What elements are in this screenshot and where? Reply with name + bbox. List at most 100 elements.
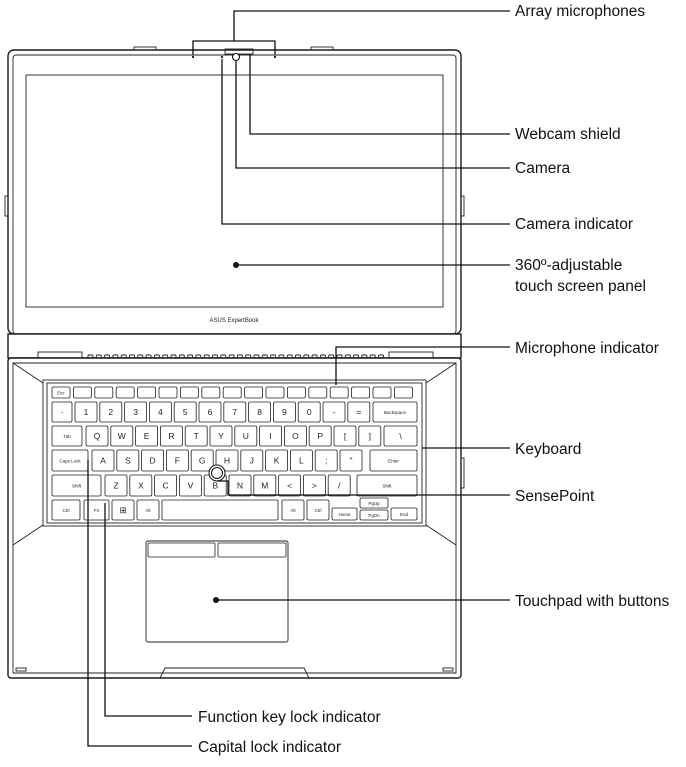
callout-lines: [87, 10, 510, 747]
key-label: Fn: [94, 508, 100, 513]
key-label: Y: [218, 431, 224, 441]
function-key: [393, 386, 413, 399]
key-backspace: [372, 401, 418, 423]
function-key: [201, 386, 221, 399]
label-function-lock: Function key lock indicator: [198, 709, 381, 726]
callout-labels: Array microphones Webcam shield Camera C…: [198, 3, 669, 756]
letter-key: [278, 474, 302, 497]
function-key: [265, 386, 285, 399]
function-key: [286, 386, 306, 399]
number-key: [223, 401, 247, 423]
letter-key: [184, 425, 208, 447]
screen-panel: [25, 74, 444, 308]
function-key: [244, 386, 264, 399]
touchpad-right-button: [217, 542, 287, 558]
key-label: Enter: [388, 459, 399, 464]
letter-key: [314, 449, 338, 472]
key-label: 5: [183, 407, 188, 417]
screen-center-dot: [233, 262, 239, 268]
key-alt-left: [136, 499, 160, 521]
function-key: [115, 386, 135, 399]
key-label: K: [274, 456, 280, 466]
key-label: O: [292, 431, 299, 441]
letter-key: [240, 449, 264, 472]
letter-key: [265, 449, 289, 472]
key-label: PgUp: [368, 501, 380, 506]
key-label: Backspace: [384, 410, 407, 415]
letter-key: [85, 425, 109, 447]
key-label: 7: [232, 407, 237, 417]
number-key: [248, 401, 272, 423]
key-label: N: [237, 481, 243, 491]
key-label: H: [224, 456, 230, 466]
key-space: [161, 499, 279, 521]
number-key: [124, 401, 147, 423]
number-key: [198, 401, 222, 423]
letter-key: [116, 449, 140, 472]
letter-key: [104, 474, 128, 497]
key-label: ]: [369, 431, 371, 441]
letter-key: [259, 425, 283, 447]
key-label: S: [125, 456, 131, 466]
letter-key: [283, 425, 307, 447]
key-enter: [369, 449, 418, 472]
key-label: 0: [307, 407, 312, 417]
camera-indicator-dot: [220, 55, 224, 59]
label-camera: Camera: [515, 160, 571, 177]
key-pgdn: [359, 509, 389, 521]
key-label: ~: [61, 410, 64, 415]
key-label: F: [175, 456, 180, 466]
letter-key: [333, 425, 357, 447]
key-ctrl-left: [51, 499, 81, 521]
key-label: C: [163, 481, 169, 491]
key-label: 1: [84, 407, 89, 417]
key-end: [390, 507, 418, 521]
key-label: M: [261, 481, 268, 491]
key-label: PgDn: [368, 513, 380, 518]
key-label: ": [349, 456, 352, 466]
letter-key: [327, 474, 351, 497]
key-label: <: [287, 481, 292, 491]
key-label: V: [188, 481, 194, 491]
key-label: Ctrl: [63, 508, 70, 513]
key-label: W: [118, 431, 126, 441]
key-label: Esc: [57, 391, 65, 396]
number-key: [322, 401, 346, 423]
key-label: G: [199, 456, 206, 466]
label-microphone-indicator: Microphone indicator: [515, 340, 659, 357]
letter-key: [339, 449, 363, 472]
key-label: >: [312, 481, 317, 491]
key-label: I: [269, 431, 271, 441]
key-label: Shift: [72, 484, 82, 489]
key-label: Tab: [63, 434, 71, 439]
label-keyboard: Keyboard: [515, 441, 581, 458]
key-fn: [83, 499, 110, 521]
touchpad-left-button: [147, 542, 216, 558]
function-key: [372, 386, 392, 399]
key-label: T: [194, 431, 199, 441]
key-label: Alt: [145, 508, 151, 513]
letter-key: [302, 474, 326, 497]
key-label: R: [168, 431, 174, 441]
letter-key: [129, 474, 153, 497]
key-label: 2: [108, 407, 113, 417]
key-label: ;: [325, 456, 327, 466]
function-key: [73, 386, 92, 399]
key-label: Q: [94, 431, 101, 441]
letter-key: [190, 449, 214, 472]
letter-key: [178, 474, 202, 497]
function-key: [222, 386, 242, 399]
number-key: [99, 401, 123, 423]
label-sensepoint: SensePoint: [515, 488, 595, 505]
key-label: A: [100, 456, 106, 466]
letter-key: [209, 425, 233, 447]
key-label: D: [150, 456, 156, 466]
key-label: Ctrl: [315, 508, 322, 513]
letter-key: [110, 425, 134, 447]
laptop-lid: ASUS ExpertBook: [4, 46, 465, 335]
key-label: 8: [257, 407, 262, 417]
key-label: P: [317, 431, 323, 441]
